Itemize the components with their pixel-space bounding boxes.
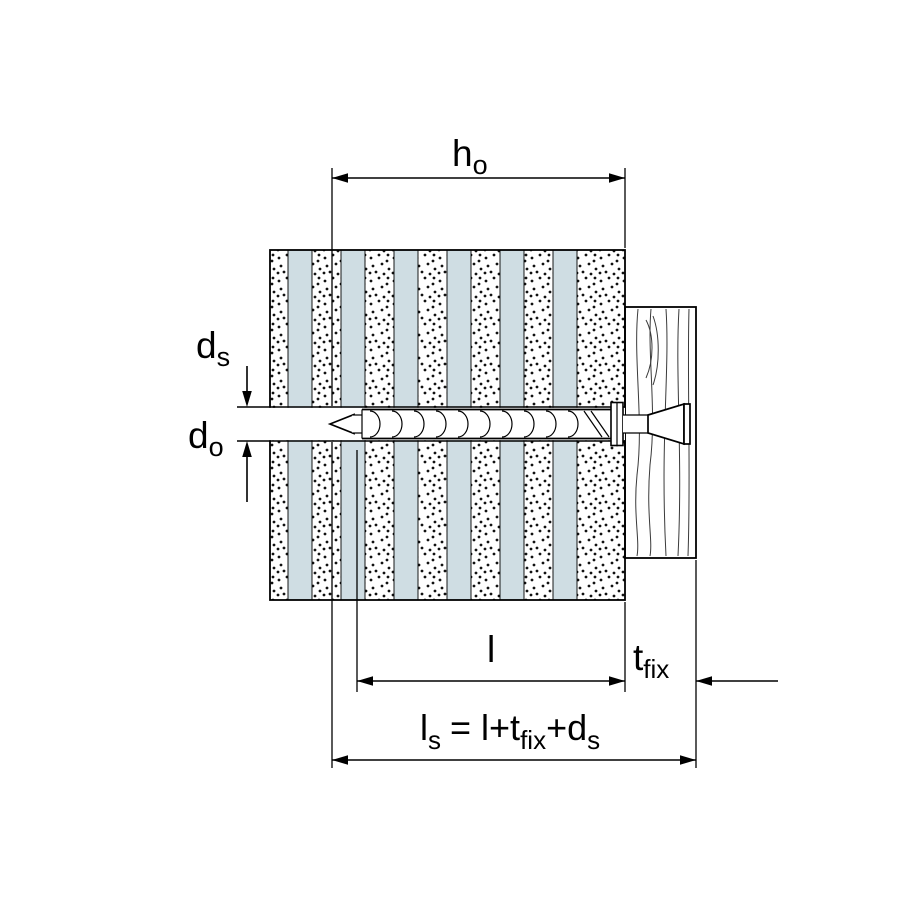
label-ds: ds — [196, 325, 230, 372]
plug-rib — [523, 410, 535, 438]
label-ls-formula: ls= l+tfix+ds — [420, 707, 600, 755]
arrowhead-right-icon — [680, 755, 696, 765]
wood-grain-knot — [645, 319, 653, 379]
dimension-tfix: tfix — [633, 637, 778, 686]
dimension-ho: ho — [332, 133, 625, 183]
screw-shaft-rear-fill — [623, 414, 649, 434]
arrowhead-left-icon — [696, 676, 712, 686]
arrowhead-down-icon — [242, 391, 252, 407]
label-ho: ho — [452, 133, 488, 180]
plug-rib — [545, 410, 557, 438]
arrowhead-right-icon — [609, 173, 625, 183]
dimension-do: do — [188, 415, 252, 502]
arrowhead-left-icon — [357, 676, 373, 686]
dimension-ds: ds — [196, 325, 252, 407]
plug-expansion-slit — [590, 410, 610, 438]
screw-head-face — [683, 403, 691, 445]
plug-rib — [391, 410, 403, 438]
screw-countersunk-head — [647, 402, 685, 446]
plug-coil-ribs — [369, 410, 579, 438]
arrowhead-up-icon — [242, 441, 252, 457]
plug-expansion-slit — [583, 410, 603, 438]
dimension-ls: ls= l+tfix+ds — [332, 707, 696, 765]
plug-rib — [567, 410, 579, 438]
arrowhead-left-icon — [332, 173, 348, 183]
wood-grain-knot — [652, 315, 659, 386]
extension-lines — [331, 168, 697, 768]
plug-rib — [457, 410, 469, 438]
wood-grain-line — [635, 308, 640, 557]
wood-grain-line — [648, 308, 654, 557]
label-l: l — [487, 629, 495, 670]
plug-rib — [435, 410, 447, 438]
arrowhead-right-icon — [609, 676, 625, 686]
plug-rib — [479, 410, 491, 438]
arrowhead-left-icon — [332, 755, 348, 765]
label-do: do — [188, 415, 224, 462]
plug-rib — [501, 410, 513, 438]
dimension-l: l — [357, 629, 625, 686]
anchor-assembly — [327, 401, 691, 447]
plug-rib — [413, 410, 425, 438]
plug-rib — [369, 410, 381, 438]
label-tfix: tfix — [633, 637, 669, 684]
